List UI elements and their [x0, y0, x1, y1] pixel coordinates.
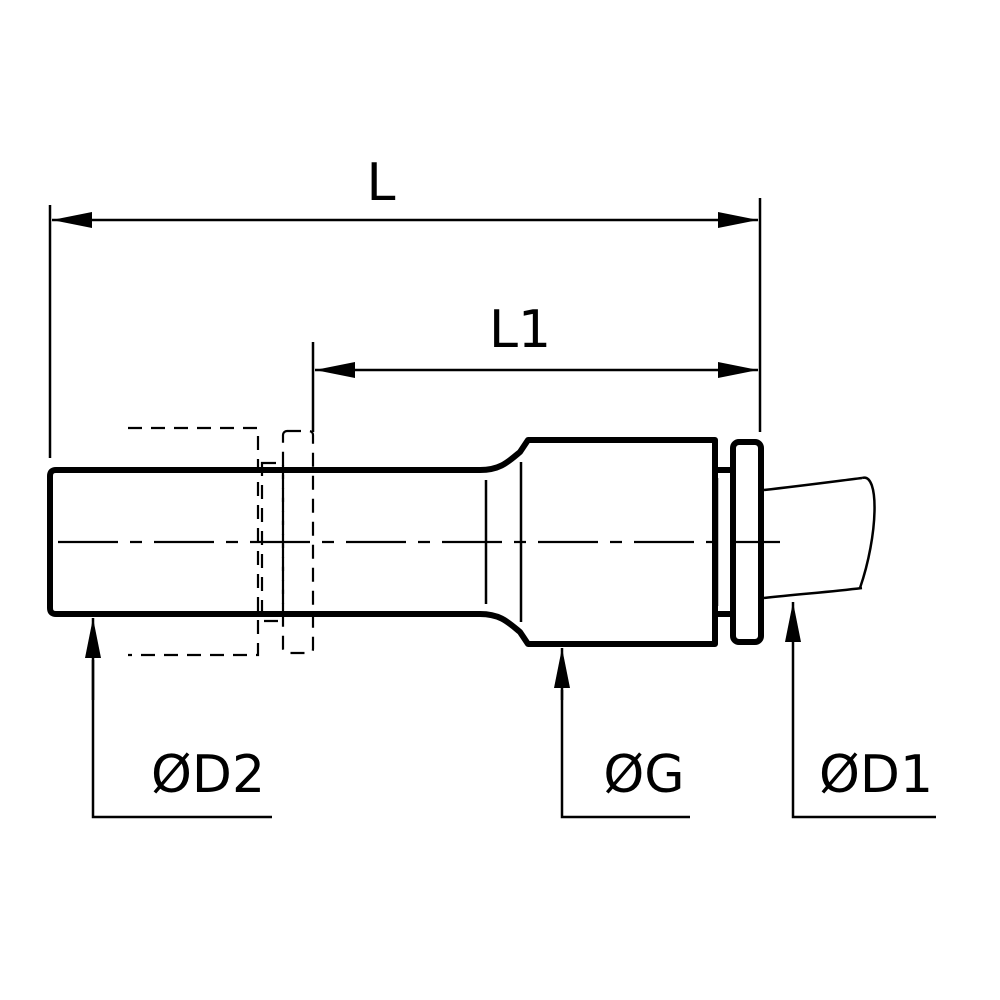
- dimension-l1: L1: [311, 300, 758, 432]
- dimension-l: L: [48, 153, 762, 458]
- label-d2: ØD2: [151, 745, 265, 805]
- leader-g: ØG: [554, 648, 690, 819]
- leader-d2: ØD2: [85, 618, 272, 819]
- label-g: ØG: [603, 745, 684, 805]
- tube: [763, 476, 876, 600]
- label-l1: L1: [489, 300, 551, 360]
- label-d1: ØD1: [819, 745, 933, 805]
- leader-d1: ØD1: [785, 602, 936, 819]
- label-l: L: [367, 153, 396, 213]
